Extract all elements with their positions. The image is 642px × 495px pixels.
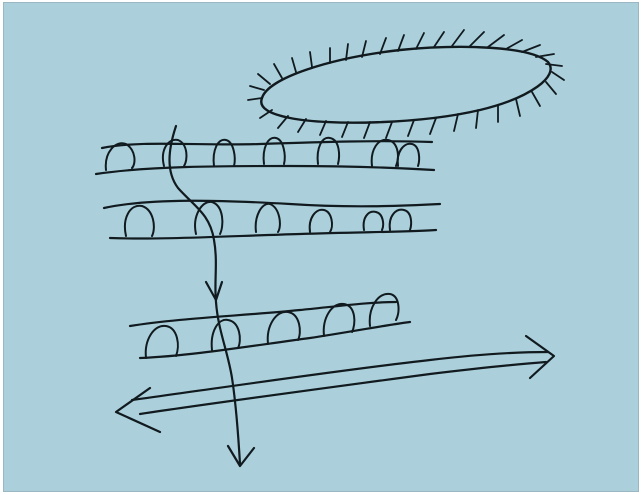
down-arrowhead-2 [228,446,254,466]
down-arrowhead-1 [206,282,222,300]
double-arrow-line-top [132,352,548,400]
right-arrowhead [526,336,554,378]
cell-body [261,47,550,123]
tube-chain-icon [96,138,434,174]
tube-1-bottom [96,166,434,174]
tube-2-bottom [110,230,436,239]
left-arrowhead [116,388,160,432]
tube-3-top [130,302,396,326]
bacterium-icon [248,30,564,138]
vertical-path [170,126,241,464]
tube-3-bottom [140,322,410,358]
arrow-icon [116,336,554,432]
tube-chain-icon [104,201,440,239]
arrow-icon [170,126,255,466]
tube-chain-icon [130,294,410,358]
